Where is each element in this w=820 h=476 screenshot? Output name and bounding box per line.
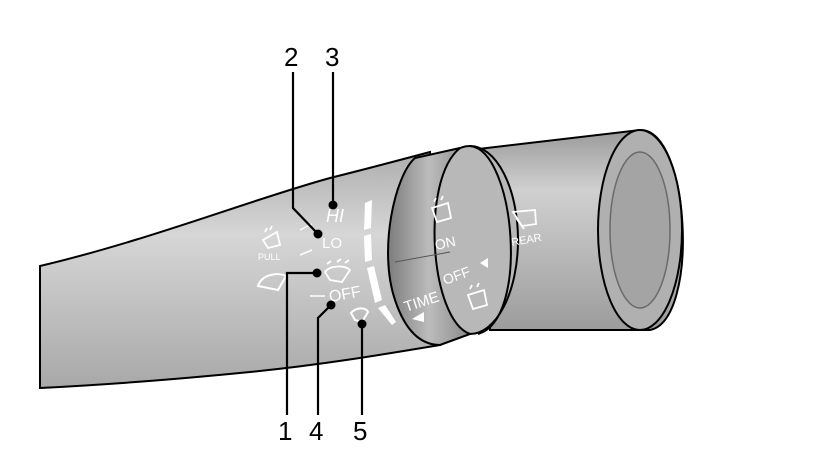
rear-label: REAR bbox=[510, 232, 542, 249]
time-marker-icon bbox=[412, 312, 424, 322]
callout-2: 2 bbox=[284, 42, 298, 72]
off-marker-icon bbox=[480, 258, 488, 268]
hi-label: HI bbox=[326, 206, 344, 226]
lever-body bbox=[39, 150, 442, 390]
callout-1: 1 bbox=[278, 416, 292, 446]
washer-front-icon bbox=[261, 225, 282, 250]
callout-5: 5 bbox=[353, 416, 367, 446]
wiper-intermittent-icon bbox=[323, 258, 352, 283]
lo-label: LO bbox=[322, 235, 342, 252]
rear-on-label: ON bbox=[433, 233, 457, 253]
pull-label: PULL bbox=[258, 252, 281, 262]
rear-washer-icon bbox=[430, 195, 453, 224]
callout-3: 3 bbox=[325, 42, 339, 72]
rear-window-icon bbox=[511, 209, 537, 230]
rear-wiper-on-icon bbox=[466, 282, 489, 311]
time-scale bbox=[364, 200, 396, 325]
leader-lines bbox=[285, 72, 364, 415]
callout-4: 4 bbox=[309, 416, 323, 446]
intermittent-ring bbox=[387, 147, 473, 347]
off-label: OFF bbox=[328, 284, 363, 306]
